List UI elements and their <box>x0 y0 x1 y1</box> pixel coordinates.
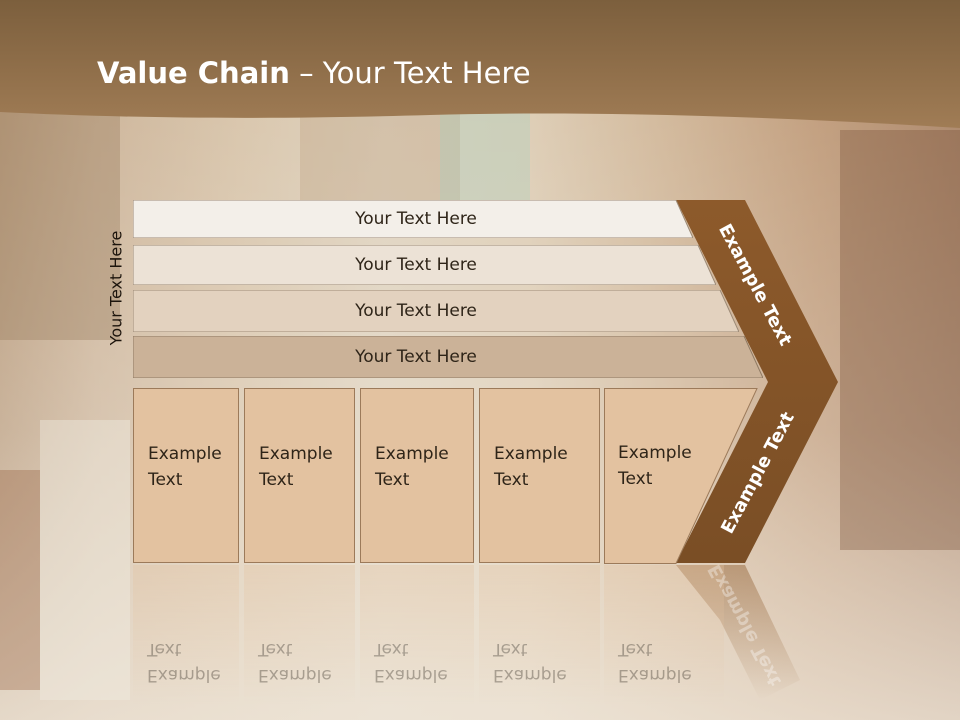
chain-row-label: Your Text Here <box>355 347 477 367</box>
title-rest: – Your Text Here <box>289 56 531 90</box>
page-title: Value Chain – Your Text Here <box>97 56 531 90</box>
chain-box-5-shape <box>604 388 758 564</box>
chain-row-2: Your Text Here <box>133 245 716 285</box>
chain-row-label: Your Text Here <box>355 301 477 321</box>
box-line1: Example <box>618 443 692 463</box>
box-line1: Example <box>148 444 222 464</box>
header-band <box>0 0 960 128</box>
box-line2: Text <box>148 470 183 490</box>
box-line1: Example <box>494 444 568 464</box>
box-line2: Text <box>494 470 529 490</box>
title-bold: Value Chain <box>97 56 290 90</box>
box-line2: Text <box>375 470 410 490</box>
box-line2: Text <box>259 470 294 490</box>
chain-row-1: Your Text Here <box>133 200 693 238</box>
chain-row-4: Your Text Here <box>133 336 763 378</box>
chain-row-3: Your Text Here <box>133 290 739 332</box>
box-line1: Example <box>375 444 449 464</box>
box-line1: Example <box>259 444 333 464</box>
box-line2: Text <box>618 469 653 489</box>
chain-row-label: Your Text Here <box>355 209 477 229</box>
vertical-label: Your Text Here <box>106 230 126 346</box>
chain-row-label: Your Text Here <box>355 255 477 275</box>
